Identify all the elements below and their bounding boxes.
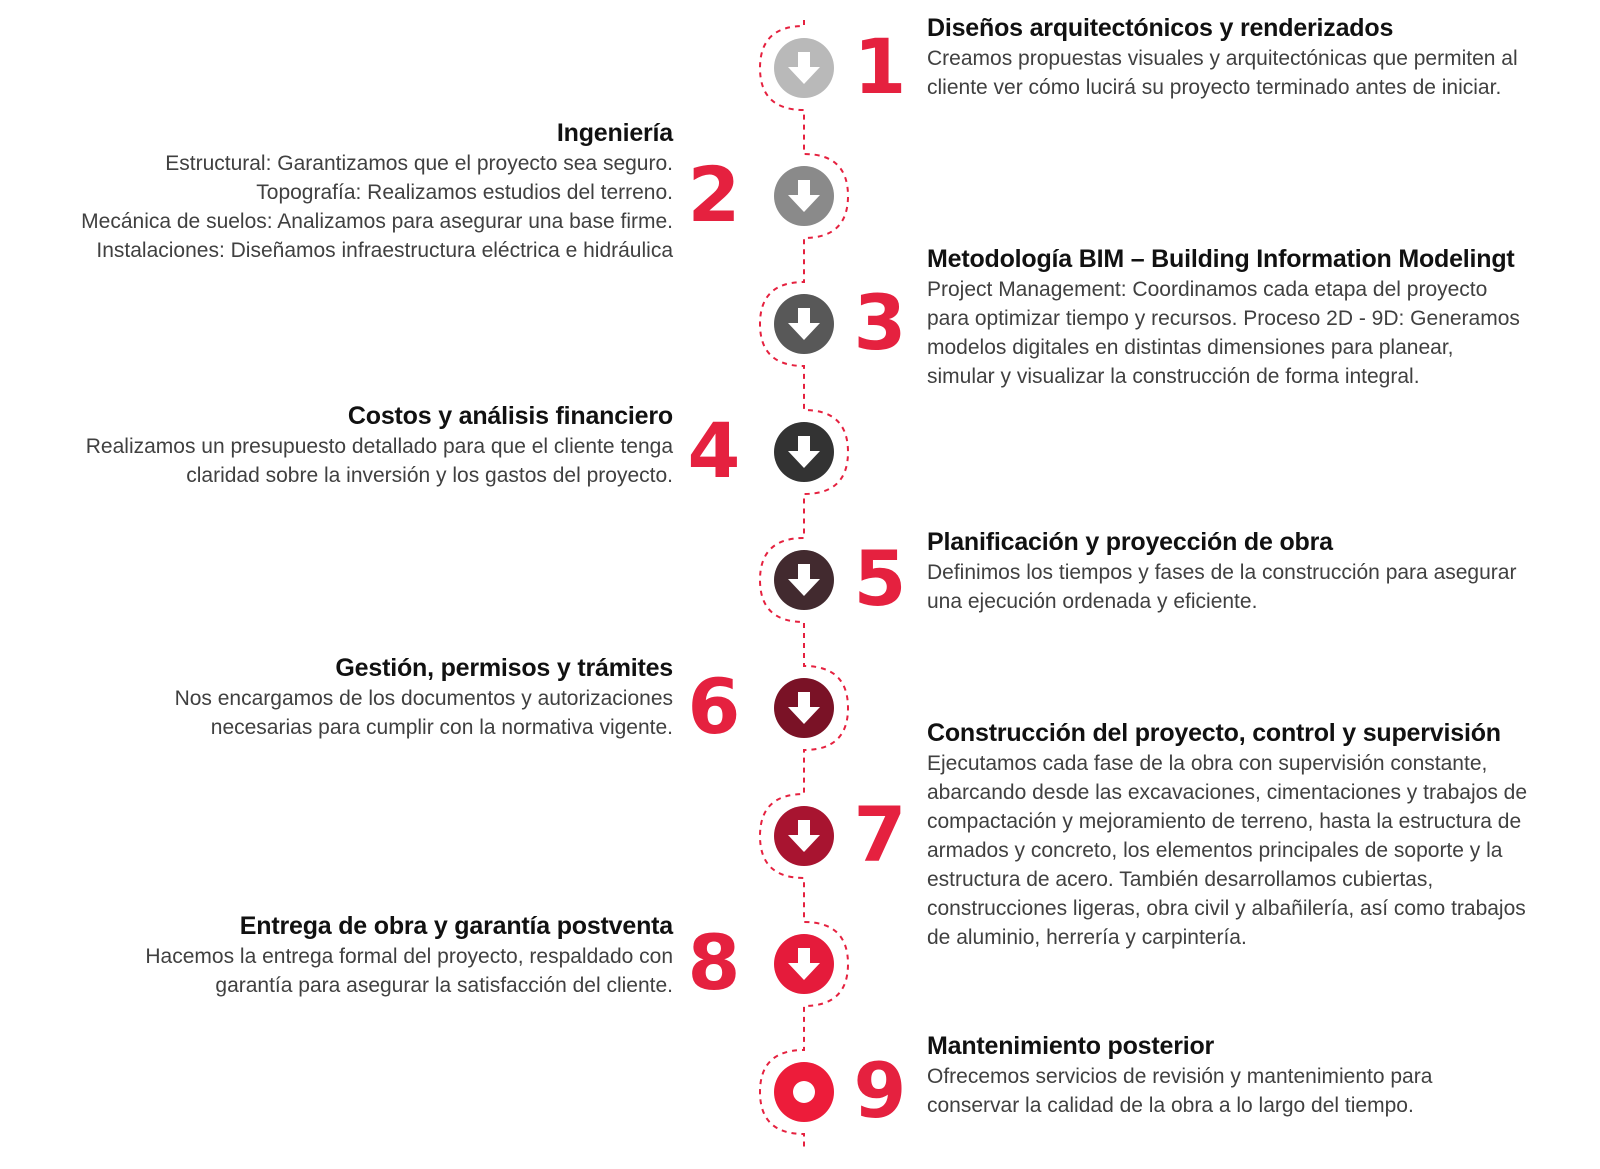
step-7-desc-line: construcciones ligeras, obra civil y alb… [927, 897, 1526, 920]
step-1-text: Diseños arquitectónicos y renderizados C… [927, 12, 1518, 102]
step-7-desc-line: estructura de acero. También desarrollam… [927, 868, 1434, 891]
step-6-text: Gestión, permisos y trámites Nos encarga… [175, 652, 674, 742]
step-1-arrow-down-circle-icon [774, 38, 834, 98]
step-4-description: Realizamos un presupuesto detallado para… [86, 432, 673, 490]
step-9-title: Mantenimiento posterior [927, 1032, 1215, 1060]
timeline-circles [774, 38, 834, 1122]
step-7-desc-line: compactación y mejoramiento de terreno, … [927, 810, 1522, 833]
step-4-title: Costos y análisis financiero [347, 402, 673, 430]
step-4-text: Costos y análisis financiero Realizamos … [86, 400, 673, 490]
step-2-desc-line: Topografía: Realizamos estudios del terr… [256, 181, 673, 204]
step-1-number: 1 [853, 22, 907, 111]
step-2-number: 2 [687, 150, 741, 239]
step-1-desc-line: Creamos propuestas visuales y arquitectó… [927, 47, 1518, 70]
step-6-title: Gestión, permisos y trámites [335, 654, 673, 682]
step-5-title: Planificación y proyección de obra [927, 528, 1333, 556]
step-8-title: Entrega de obra y garantía postventa [239, 912, 673, 940]
step-9-ring-circle-icon [774, 1062, 834, 1122]
step-7-desc-line: de aluminio, herrería y carpintería. [927, 926, 1247, 949]
step-7-number: 7 [853, 790, 907, 879]
step-9-desc-line: Ofrecemos servicios de revisión y manten… [927, 1065, 1433, 1088]
step-6-desc-line: Nos encargamos de los documentos y autor… [174, 687, 673, 710]
step-2-desc-line: Estructural: Garantizamos que el proyect… [165, 152, 673, 175]
step-9-text: Mantenimiento posterior Ofrecemos servic… [927, 1030, 1432, 1120]
step-8-arrow-down-circle-icon [774, 934, 834, 994]
step-7-description: Ejecutamos cada fase de la obra con supe… [927, 749, 1527, 952]
step-4-arrow-down-circle-icon [774, 422, 834, 482]
step-9-description: Ofrecemos servicios de revisión y manten… [927, 1062, 1432, 1120]
step-3-desc-line: Project Management: Coordinamos cada eta… [927, 278, 1488, 301]
step-5-desc-line: una ejecución ordenada y eficiente. [927, 590, 1258, 613]
step-2-desc-line: Mecánica de suelos: Analizamos para aseg… [81, 210, 673, 233]
step-3-desc-line: para optimizar tiempo y recursos. Proces… [927, 307, 1520, 330]
step-8-number: 8 [687, 918, 741, 1007]
step-6-number: 6 [687, 662, 741, 751]
step-1-desc-line: cliente ver cómo lucirá su proyecto term… [927, 76, 1502, 99]
step-1-title: Diseños arquitectónicos y renderizados [927, 14, 1394, 42]
step-7-arrow-down-circle-icon [774, 806, 834, 866]
step-8-description: Hacemos la entrega formal del proyecto, … [145, 942, 673, 1000]
step-8-desc-line: Hacemos la entrega formal del proyecto, … [145, 945, 673, 968]
step-5-arrow-down-circle-icon [774, 550, 834, 610]
step-3-text: Metodología BIM – Building Information M… [927, 243, 1520, 391]
step-2-description: Estructural: Garantizamos que el proyect… [81, 149, 673, 265]
step-9-number: 9 [853, 1046, 907, 1135]
step-2-title: Ingeniería [556, 119, 673, 147]
step-9-desc-line: conservar la calidad de la obra a lo lar… [927, 1094, 1414, 1117]
step-5-number: 5 [853, 534, 907, 623]
step-2-desc-line: Instalaciones: Diseñamos infraestructura… [96, 239, 673, 262]
step-7-title: Construcción del proyecto, control y sup… [927, 719, 1501, 747]
step-3-title: Metodología BIM – Building Information M… [927, 245, 1515, 273]
step-7-desc-line: armados y concreto, los elementos princi… [927, 839, 1503, 862]
step-5-desc-line: Definimos los tiempos y fases de la cons… [927, 561, 1517, 584]
step-8-text: Entrega de obra y garantía postventa Hac… [145, 910, 673, 1000]
step-2-arrow-down-circle-icon [774, 166, 834, 226]
step-3-description: Project Management: Coordinamos cada eta… [927, 275, 1520, 391]
step-7-desc-line: Ejecutamos cada fase de la obra con supe… [927, 752, 1488, 775]
step-7-text: Construcción del proyecto, control y sup… [927, 717, 1527, 952]
step-8-desc-line: garantía para asegurar la satisfacción d… [215, 974, 673, 997]
step-2-text: Ingeniería Estructural: Garantizamos que… [81, 117, 673, 265]
step-3-desc-line: modelos digitales en distintas dimension… [927, 336, 1454, 359]
step-4-number: 4 [687, 406, 741, 495]
step-3-arrow-down-circle-icon [774, 294, 834, 354]
step-3-number: 3 [853, 278, 907, 367]
step-4-desc-line: claridad sobre la inversión y los gastos… [186, 464, 673, 487]
step-6-description: Nos encargamos de los documentos y autor… [175, 684, 673, 742]
step-7-desc-line: abarcando desde las excavaciones, ciment… [927, 781, 1528, 804]
step-5-description: Definimos los tiempos y fases de la cons… [927, 558, 1516, 616]
step-6-arrow-down-circle-icon [774, 678, 834, 738]
step-3-desc-line: simular y visualizar la construcción de … [927, 365, 1420, 388]
step-4-desc-line: Realizamos un presupuesto detallado para… [85, 435, 673, 458]
step-5-text: Planificación y proyección de obra Defin… [927, 526, 1516, 616]
step-1-description: Creamos propuestas visuales y arquitectó… [927, 44, 1518, 102]
step-6-desc-line: necesarias para cumplir con la normativa… [210, 716, 673, 739]
